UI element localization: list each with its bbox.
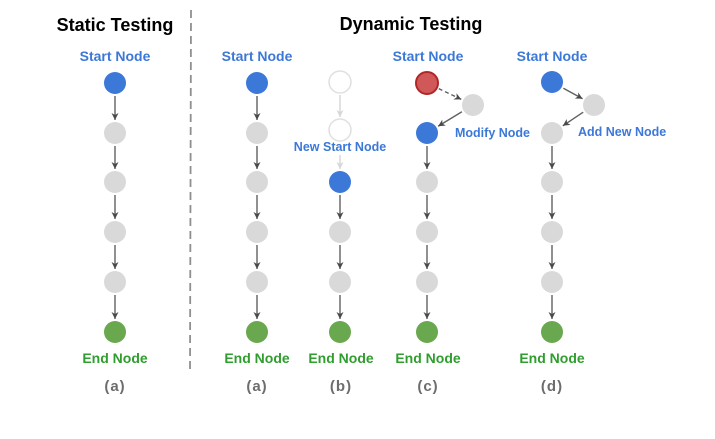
node-gray [416,271,438,293]
node-gray [246,171,268,193]
edge-arrow-solid [563,87,583,100]
new-start-node-label: New Start Node [293,140,387,154]
caption-dyn-a: (a) [246,378,268,395]
node-blue [329,171,351,193]
node-green [104,321,126,343]
dynamic-testing-title: Dynamic Testing [339,14,483,34]
caption-dyn-c: (c) [417,378,439,395]
start-node-label-static-a: Start Node [79,48,151,64]
end-node-label-dyn-d: End Node [519,350,585,366]
node-gray [104,221,126,243]
node-gray [329,221,351,243]
end-node-label-dyn-a: End Node [224,350,290,366]
node-ghost [328,118,352,142]
node-gray [104,122,126,144]
end-node-label-static-a: End Node [82,350,148,366]
node-gray [246,271,268,293]
node-gray [541,271,563,293]
node-blue [246,72,268,94]
node-green [541,321,563,343]
edge-arrow-solid [562,111,584,127]
node-gray [416,221,438,243]
node-gray [104,271,126,293]
node-gray [246,122,268,144]
section-divider [189,9,192,371]
node-green [416,321,438,343]
caption-dyn-b: (b) [329,378,353,395]
caption-static-a: (a) [104,378,126,395]
node-gray [104,171,126,193]
start-node-label-dyn-c: Start Node [392,48,464,64]
node-green [329,321,351,343]
start-node-label-dyn-a: Start Node [221,48,293,64]
edge-arrow-dashed [438,87,462,101]
start-node-label-dyn-d: Start Node [516,48,588,64]
node-gray [246,221,268,243]
node-blue [104,72,126,94]
node-gray [541,171,563,193]
end-node-label-dyn-c: End Node [395,350,461,366]
node-ghost [328,70,352,94]
node-blue [416,122,438,144]
node-gray [416,171,438,193]
modify-node-label: Modify Node [455,126,530,140]
node-gray [541,221,563,243]
node-green [246,321,268,343]
node-gray [583,94,605,116]
node-gray [541,122,563,144]
edge-arrow-solid [437,111,463,127]
node-gray [462,94,484,116]
node-blue [541,71,563,93]
add-new-node-label: Add New Node [578,125,667,139]
static-testing-title: Static Testing [56,15,174,35]
node-gray [329,271,351,293]
caption-dyn-d: (d) [540,378,564,395]
end-node-label-dyn-b: End Node [308,350,374,366]
node-red [415,71,439,95]
